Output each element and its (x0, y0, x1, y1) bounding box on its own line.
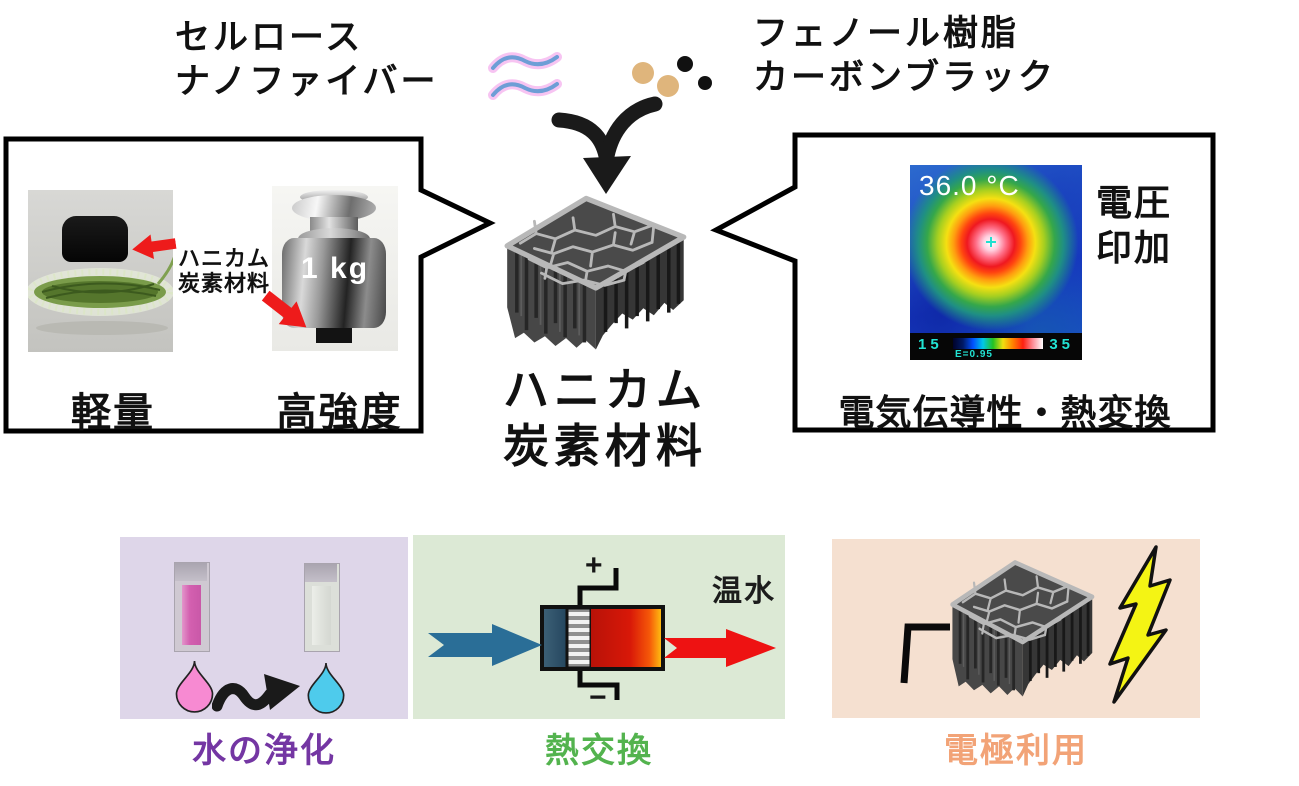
electrode-label: 電極利用 (944, 732, 1088, 770)
weight-flare (298, 228, 370, 240)
heat-label: 熱交換 (545, 732, 653, 770)
heat-panel: + − 温水 (413, 535, 785, 719)
cuvette-clear (304, 563, 340, 652)
caption-electric: 電気伝導性・熱変換 (838, 392, 1172, 433)
disc-annotation-line2: 炭素材料 (178, 271, 271, 296)
cuvette-pink (174, 562, 210, 652)
thermal-image: 36.0 °C 15 35 E=0.95 (910, 165, 1082, 360)
weight-label: 1 kg (300, 252, 370, 285)
hot-outflow-arrow (664, 629, 776, 667)
plus-sign: + (585, 549, 603, 582)
scale-max: 35 (1049, 336, 1074, 353)
caption-lightweight: 軽量 (71, 391, 155, 435)
thermal-spot-marker (986, 237, 996, 247)
voltage-line2: 印加 (1096, 227, 1173, 268)
honeycomb-electrode-icon (942, 550, 1102, 702)
foxtail-grass-icon (28, 256, 173, 335)
red-arrow-down-icon (261, 290, 307, 328)
disc-annotation: ハニカム 炭素材料 (178, 246, 270, 296)
top-electrode-wire (577, 568, 619, 607)
minus-sign: − (589, 681, 607, 714)
heat-exchanger-diagram (540, 568, 665, 700)
water-panel (120, 537, 408, 719)
hot-water-label: 温水 (712, 575, 776, 608)
electrode-wire-icon (900, 623, 950, 684)
bottom-electrode-wire (577, 669, 620, 700)
cellulose-title: セルロース ナノファイバー (175, 16, 439, 104)
zigzag-arrow-icon (212, 674, 300, 712)
lightning-bolt-icon (1108, 545, 1172, 704)
cuvette-clear-liquid (312, 586, 331, 645)
merge-arrow-icon (551, 96, 663, 194)
lightweight-photo (28, 190, 173, 352)
nanofiber-icon (488, 52, 562, 100)
emissivity-label: E=0.95 (955, 349, 993, 360)
electrode-panel (832, 539, 1200, 718)
thermal-scalebar: 15 35 E=0.95 (910, 333, 1082, 360)
phenol-title-line1: フェノール樹脂 (753, 14, 1020, 53)
red-arrow-left-icon (132, 234, 177, 259)
cellulose-title-line2: ナノファイバー (175, 62, 439, 101)
cold-inflow-arrow (428, 624, 542, 666)
product-name-line2: 炭素材料 (503, 420, 707, 472)
cuvette-pink-liquid (182, 585, 201, 645)
phenol-title: フェノール樹脂 カーボンブラック (753, 12, 1056, 100)
resin-carbon-dots-icon (632, 56, 712, 97)
carbon-sample-under-weight (316, 328, 352, 343)
cuvette-pink-cap (175, 563, 207, 581)
voltage-line1: 電圧 (1096, 182, 1173, 223)
carbon-disc-icon (62, 216, 128, 262)
disc-annotation-line1: ハニカム (178, 246, 271, 271)
voltage-label: 電圧 印加 (1096, 180, 1172, 270)
caption-strength: 高強度 (276, 391, 403, 435)
cellulose-title-line1: セルロース (175, 18, 364, 57)
cuvette-clear-cap (305, 564, 337, 582)
water-label: 水の浄化 (192, 732, 336, 770)
droplet-pink-icon (175, 660, 214, 713)
weight-knob (292, 195, 376, 221)
scale-min: 15 (918, 336, 943, 353)
thermal-temperature: 36.0 °C (919, 170, 1020, 201)
droplet-cyan-icon (307, 662, 345, 714)
weight-neck (310, 217, 358, 231)
phenol-title-line2: カーボンブラック (753, 58, 1056, 97)
honeycomb-3d-icon (494, 184, 696, 356)
product-name-line1: ハニカム (503, 364, 707, 416)
scale-gradient (953, 338, 1043, 349)
product-name: ハニカム 炭素材料 (455, 362, 755, 474)
